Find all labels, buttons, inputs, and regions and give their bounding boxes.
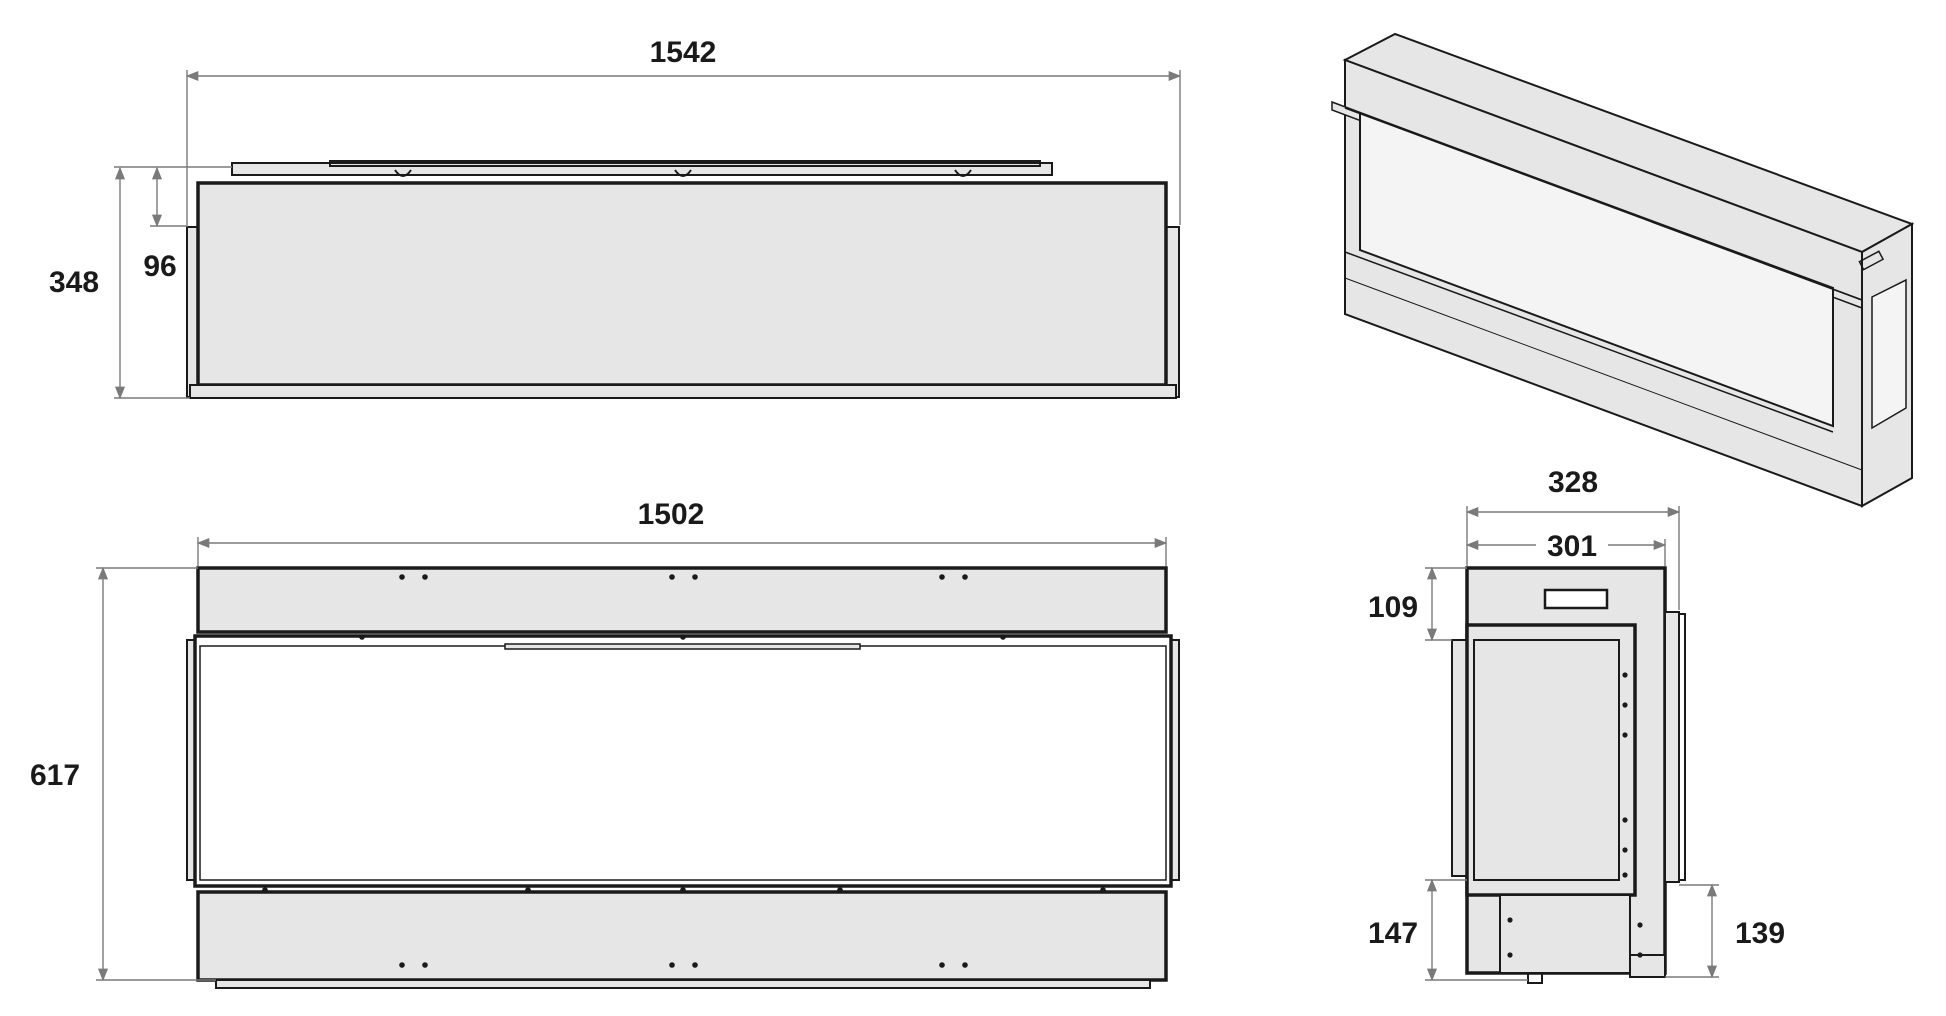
iso-side-glass bbox=[1871, 278, 1907, 430]
front-main-panel bbox=[196, 181, 1168, 387]
side-foot-right bbox=[1629, 954, 1666, 978]
side-bottom-box bbox=[1499, 894, 1631, 974]
front-top-strip bbox=[329, 160, 1041, 167]
side-right-rail bbox=[1664, 611, 1680, 883]
isometric-view bbox=[1331, 32, 1915, 508]
side-outer-width-label: 328 bbox=[1548, 466, 1598, 499]
plan-bottom-plinth bbox=[215, 979, 1151, 989]
side-left-glass-frame bbox=[1451, 639, 1468, 877]
side-bottom-left-label: 147 bbox=[1368, 917, 1418, 950]
plan-width-label: 1502 bbox=[638, 498, 705, 531]
side-inner-width-label: 301 bbox=[1547, 530, 1597, 563]
plan-view: 1502 617 bbox=[30, 498, 1180, 989]
iso-bottom-edge-line bbox=[1344, 251, 1834, 433]
front-elevation-view: 1542 348 96 bbox=[49, 36, 1182, 400]
front-offset-label: 96 bbox=[143, 250, 176, 283]
side-right-rail-inner bbox=[1678, 613, 1686, 881]
plan-depth-label: 617 bbox=[30, 759, 80, 792]
side-foot-left bbox=[1527, 972, 1543, 984]
side-bottom-right-label: 139 bbox=[1735, 917, 1785, 950]
iso-plinth bbox=[1344, 277, 1863, 507]
iso-control-slot bbox=[1858, 250, 1885, 271]
plan-bottom-band bbox=[196, 890, 1168, 982]
side-control-slot bbox=[1543, 588, 1609, 610]
side-inner-label-bg bbox=[1536, 525, 1608, 561]
front-height-label: 348 bbox=[49, 266, 99, 299]
iso-glass-opening bbox=[1359, 111, 1834, 428]
front-top-rail bbox=[231, 162, 1053, 176]
iso-top-edge-line bbox=[1344, 107, 1863, 301]
front-width-label: 1542 bbox=[650, 36, 717, 69]
front-bottom-plinth bbox=[189, 384, 1177, 399]
side-rivets bbox=[1507, 672, 1643, 958]
front-right-flange bbox=[1165, 226, 1180, 398]
side-glass-inner bbox=[1473, 639, 1620, 881]
plan-top-band bbox=[196, 566, 1168, 634]
side-view: 328 301 109 147 139 bbox=[1368, 466, 1785, 984]
plan-top-strip bbox=[504, 643, 861, 650]
side-top-offset-label: 109 bbox=[1368, 591, 1418, 624]
plan-glass-frame bbox=[193, 634, 1173, 888]
front-hooks bbox=[394, 169, 972, 177]
plan-rivets bbox=[262, 574, 1106, 968]
